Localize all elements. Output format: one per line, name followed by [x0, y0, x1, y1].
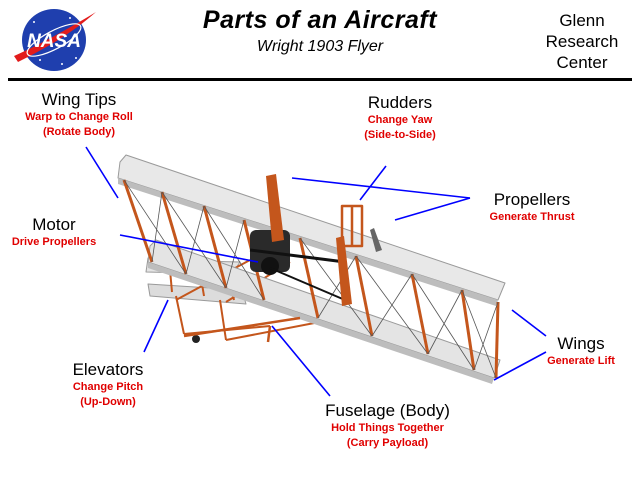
part-name: Wings: [536, 334, 626, 354]
part-name: Rudders: [332, 93, 468, 113]
part-description: Generate Thrust: [472, 210, 592, 225]
part-name: Motor: [4, 215, 104, 235]
label-propellers: Propellers Generate Thrust: [472, 190, 592, 225]
part-description: (Side-to-Side): [332, 128, 468, 143]
part-description: Generate Lift: [536, 354, 626, 369]
label-rudders: Rudders Change Yaw (Side-to-Side): [332, 93, 468, 143]
part-name: Elevators: [48, 360, 168, 380]
wright-flyer-illustration: [118, 155, 505, 384]
label-wings: Wings Generate Lift: [536, 334, 626, 369]
part-description: Change Pitch: [48, 380, 168, 395]
part-description: Hold Things Together: [300, 421, 475, 436]
part-description: Warp to Change Roll: [4, 110, 154, 125]
label-fuselage: Fuselage (Body) Hold Things Together (Ca…: [300, 401, 475, 451]
label-motor: Motor Drive Propellers: [4, 215, 104, 250]
part-name: Propellers: [472, 190, 592, 210]
label-wing-tips: Wing Tips Warp to Change Roll (Rotate Bo…: [4, 90, 154, 140]
part-description: (Up-Down): [48, 395, 168, 410]
upper-wing: [118, 155, 505, 300]
part-name: Fuselage (Body): [300, 401, 475, 421]
part-description: Change Yaw: [332, 113, 468, 128]
part-description: Drive Propellers: [4, 235, 104, 250]
part-description: (Carry Payload): [300, 436, 475, 451]
label-elevators: Elevators Change Pitch (Up-Down): [48, 360, 168, 410]
part-description: (Rotate Body): [4, 125, 154, 140]
part-name: Wing Tips: [4, 90, 154, 110]
